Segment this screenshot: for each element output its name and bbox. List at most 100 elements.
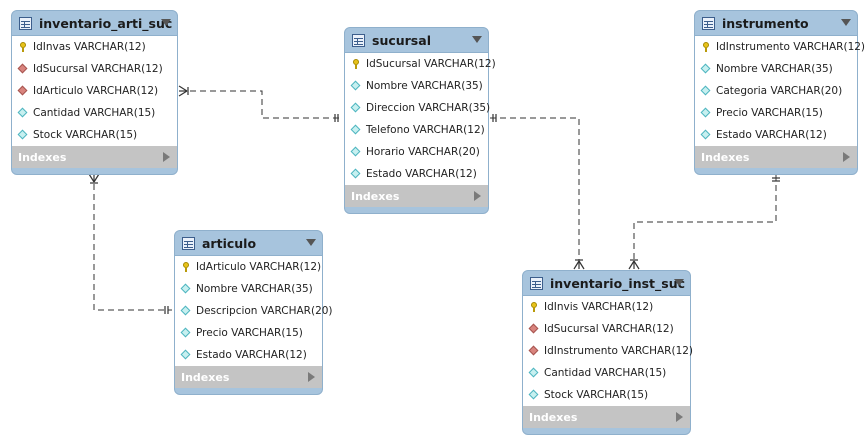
table-title: sucursal xyxy=(372,32,431,48)
column-label: Precio VARCHAR(15) xyxy=(196,327,303,339)
column-row[interactable]: Precio VARCHAR(15) xyxy=(175,322,322,344)
column-label: IdInstrumento VARCHAR(12) xyxy=(544,345,694,357)
table-sucursal[interactable]: sucursal IdSucursal VARCHAR(12) Nombre V… xyxy=(344,27,496,214)
indexes-label: Indexes xyxy=(529,410,578,424)
attribute-icon xyxy=(701,130,711,140)
attribute-icon xyxy=(351,125,361,135)
many-cardinality-mark xyxy=(93,173,100,183)
column-label: Cantidad VARCHAR(15) xyxy=(33,107,156,119)
column-label: IdSucursal VARCHAR(12) xyxy=(366,58,496,70)
primary-key-icon xyxy=(351,59,361,69)
indexes-section[interactable]: Indexes xyxy=(695,146,857,168)
table-icon xyxy=(530,276,543,290)
column-label: IdInvas VARCHAR(12) xyxy=(33,41,146,53)
collapse-caret-icon[interactable] xyxy=(841,19,851,26)
column-label: Horario VARCHAR(20) xyxy=(366,146,480,158)
column-row[interactable]: Stock VARCHAR(15) xyxy=(523,384,690,406)
column-row[interactable]: Cantidad VARCHAR(15) xyxy=(12,102,177,124)
table-inventario-arti-suc[interactable]: inventario_arti_suc IdInvas VARCHAR(12) … xyxy=(11,10,178,175)
expand-arrow-icon[interactable] xyxy=(163,152,170,162)
attribute-icon xyxy=(351,103,361,113)
indexes-section[interactable]: Indexes xyxy=(12,146,177,168)
column-row[interactable]: IdSucursal VARCHAR(12) xyxy=(345,53,496,75)
column-label: IdSucursal VARCHAR(12) xyxy=(33,63,163,75)
column-row[interactable]: Horario VARCHAR(20) xyxy=(345,141,488,163)
column-label: IdArticulo VARCHAR(12) xyxy=(196,261,322,273)
column-label: Estado VARCHAR(12) xyxy=(366,168,477,180)
column-label: IdArticulo VARCHAR(12) xyxy=(33,85,159,97)
collapse-caret-icon[interactable] xyxy=(161,19,171,26)
column-label: Direccion VARCHAR(35) xyxy=(366,102,491,114)
primary-key-icon xyxy=(181,262,191,272)
column-row[interactable]: Descripcion VARCHAR(20) xyxy=(175,300,333,322)
column-row[interactable]: IdInstrumento VARCHAR(12) xyxy=(695,36,865,58)
table-title: instrumento xyxy=(722,15,809,31)
attribute-icon xyxy=(529,368,539,378)
table-title: articulo xyxy=(202,235,257,251)
column-row[interactable]: IdSucursal VARCHAR(12) xyxy=(523,318,690,340)
attribute-icon xyxy=(181,328,191,338)
expand-arrow-icon[interactable] xyxy=(676,412,683,422)
column-row[interactable]: Telefono VARCHAR(12) xyxy=(345,119,488,141)
column-row[interactable]: IdInvis VARCHAR(12) xyxy=(523,296,690,318)
column-row[interactable]: Estado VARCHAR(12) xyxy=(345,163,488,185)
table-articulo[interactable]: articulo IdArticulo VARCHAR(12) Nombre V… xyxy=(174,230,333,395)
column-row[interactable]: Precio VARCHAR(15) xyxy=(695,102,857,124)
column-label: Nombre VARCHAR(35) xyxy=(366,80,483,92)
attribute-icon xyxy=(701,108,711,118)
column-label: IdInstrumento VARCHAR(12) xyxy=(716,41,866,53)
table-header[interactable]: sucursal xyxy=(345,28,488,52)
table-header[interactable]: instrumento xyxy=(695,11,857,35)
relationship-line-sucursal-inst-suc xyxy=(490,117,580,268)
collapse-caret-icon[interactable] xyxy=(674,279,684,286)
attribute-icon xyxy=(181,350,191,360)
table-header[interactable]: inventario_arti_suc xyxy=(12,11,177,35)
table-header[interactable]: inventario_inst_suc xyxy=(523,271,690,295)
indexes-section[interactable]: Indexes xyxy=(175,366,322,388)
column-row[interactable]: Nombre VARCHAR(35) xyxy=(345,75,488,97)
collapse-caret-icon[interactable] xyxy=(306,239,316,246)
table-title: inventario_inst_suc xyxy=(550,275,686,291)
collapse-caret-icon[interactable] xyxy=(472,36,482,43)
column-row[interactable]: Estado VARCHAR(12) xyxy=(175,344,322,366)
attribute-icon xyxy=(351,81,361,91)
column-label: Stock VARCHAR(15) xyxy=(33,129,138,141)
many-cardinality-mark xyxy=(628,260,635,270)
indexes-label: Indexes xyxy=(18,150,67,164)
column-row[interactable]: Estado VARCHAR(12) xyxy=(695,124,857,146)
attribute-icon xyxy=(181,306,191,316)
expand-arrow-icon[interactable] xyxy=(308,372,315,382)
column-row[interactable]: Stock VARCHAR(15) xyxy=(12,124,177,146)
indexes-label: Indexes xyxy=(701,150,750,164)
attribute-icon xyxy=(18,108,28,118)
column-row[interactable]: IdInstrumento VARCHAR(12) xyxy=(523,340,694,362)
column-row[interactable]: Cantidad VARCHAR(15) xyxy=(523,362,690,384)
expand-arrow-icon[interactable] xyxy=(843,152,850,162)
table-icon xyxy=(702,16,715,30)
column-row[interactable]: IdInvas VARCHAR(12) xyxy=(12,36,177,58)
column-label: Estado VARCHAR(12) xyxy=(716,129,827,141)
table-inventario-inst-suc[interactable]: inventario_inst_suc IdInvis VARCHAR(12) … xyxy=(522,270,694,435)
column-row[interactable]: IdSucursal VARCHAR(12) xyxy=(12,58,177,80)
table-header[interactable]: articulo xyxy=(175,231,322,255)
many-cardinality-mark xyxy=(573,260,580,270)
many-cardinality-mark xyxy=(178,85,188,92)
column-row[interactable]: IdArticulo VARCHAR(12) xyxy=(175,256,322,278)
table-instrumento[interactable]: instrumento IdInstrumento VARCHAR(12) No… xyxy=(694,10,865,175)
foreign-key-icon xyxy=(18,64,28,74)
column-label: Estado VARCHAR(12) xyxy=(196,349,307,361)
indexes-section[interactable]: Indexes xyxy=(523,406,690,428)
primary-key-icon xyxy=(701,42,711,52)
column-row[interactable]: Direccion VARCHAR(35) xyxy=(345,97,491,119)
expand-arrow-icon[interactable] xyxy=(474,191,481,201)
column-label: Stock VARCHAR(15) xyxy=(544,389,649,401)
column-row[interactable]: Nombre VARCHAR(35) xyxy=(175,278,322,300)
indexes-section[interactable]: Indexes xyxy=(345,185,488,207)
column-row[interactable]: Nombre VARCHAR(35) xyxy=(695,58,857,80)
attribute-icon xyxy=(351,169,361,179)
attribute-icon xyxy=(701,64,711,74)
column-row[interactable]: IdArticulo VARCHAR(12) xyxy=(12,80,177,102)
attribute-icon xyxy=(701,86,711,96)
column-row[interactable]: Categoria VARCHAR(20) xyxy=(695,80,857,102)
